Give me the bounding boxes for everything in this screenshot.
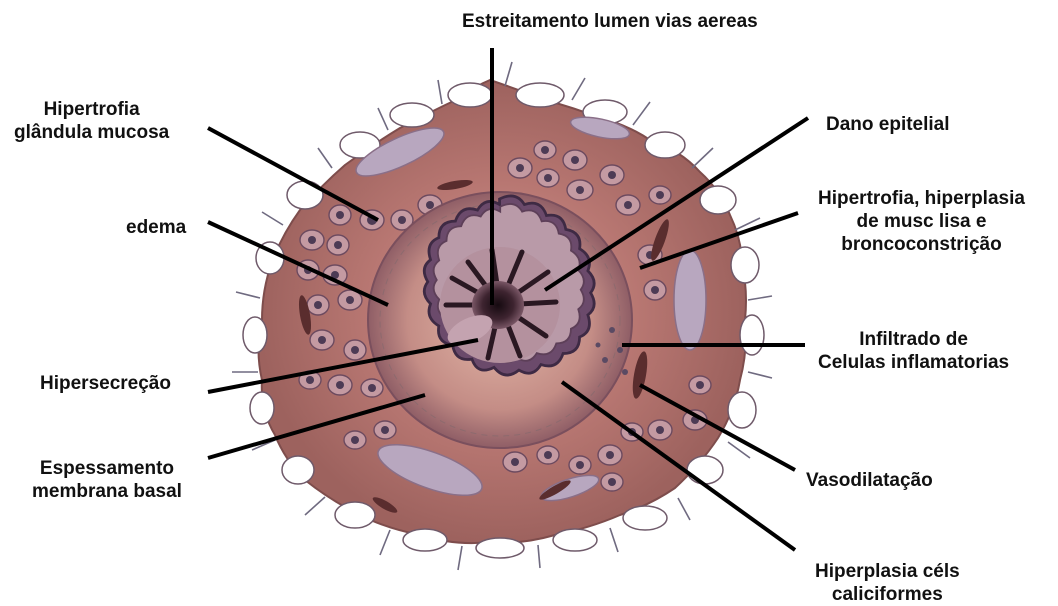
label-epithelial-damage: Dano epitelial [826,113,950,136]
label-goblet-cell-hyperplasia: Hiperplasia céls caliciformes [815,560,960,606]
label-edema: edema [126,216,186,239]
label-lumen-narrowing: Estreitamento lumen vias aereas [462,10,758,33]
label-inflammatory-infiltrate: Infiltrado de Celulas inflamatorias [818,328,1009,374]
label-gland-hypertrophy: Hipertrofia glândula mucosa [14,98,169,144]
label-hypersecretion: Hipersecreção [40,372,171,395]
label-smooth-muscle-hypertrophy: Hipertrofia, hiperplasia de musc lisa e … [818,187,1025,256]
label-basement-membrane-thickening: Espessamento membrana basal [32,457,182,503]
label-vasodilation: Vasodilatação [806,469,933,492]
